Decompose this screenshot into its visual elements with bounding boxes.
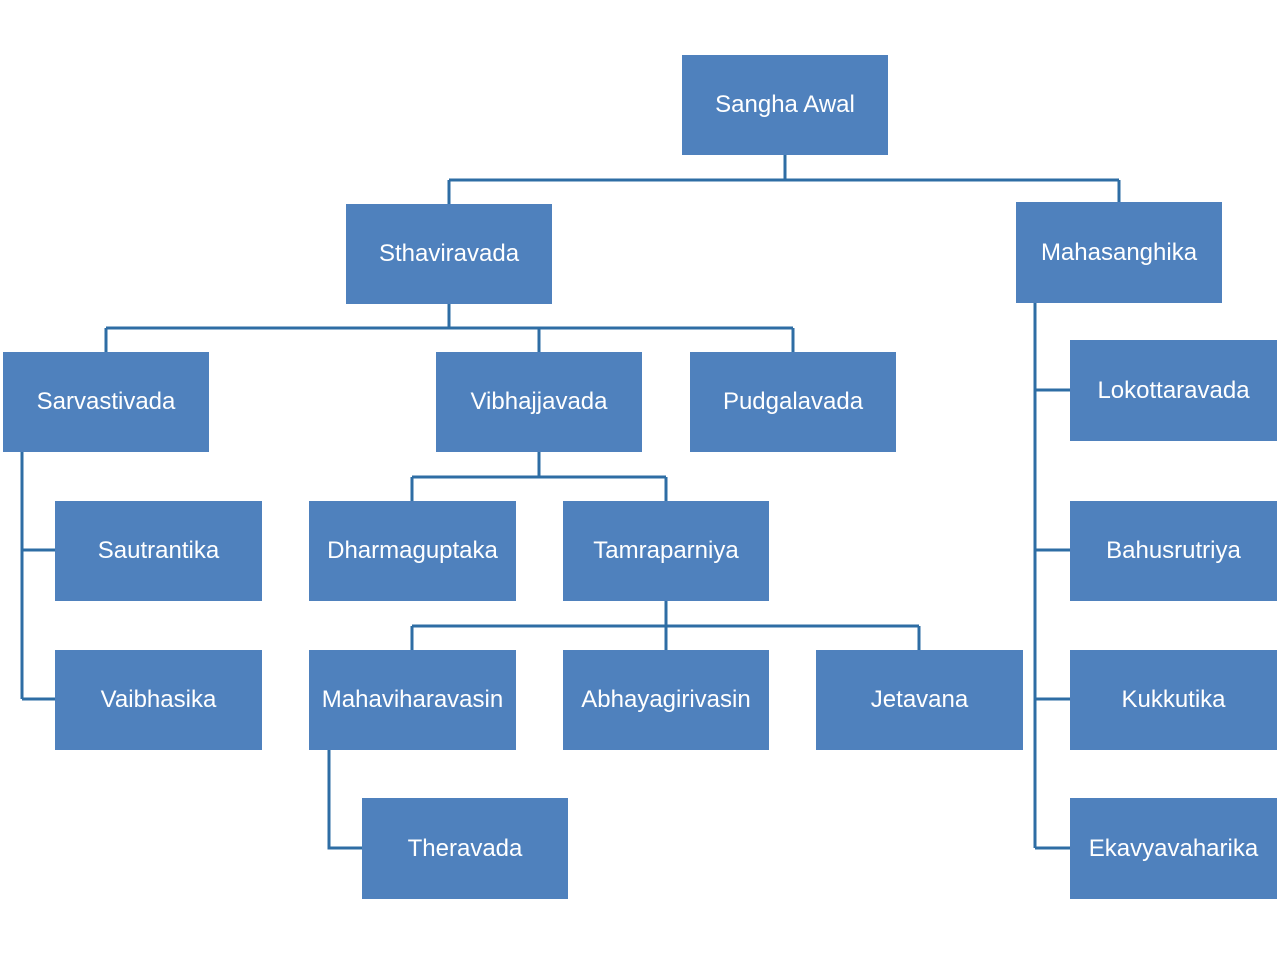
node-tamraparniya: Tamraparniya	[563, 501, 769, 601]
connector-sangha-awal	[447, 155, 1121, 204]
node-ekavyavaharika: Ekavyavaharika	[1070, 798, 1277, 899]
node-bahusrutriya: Bahusrutriya	[1070, 501, 1277, 601]
node-dharmaguptaka: Dharmaguptaka	[309, 501, 516, 601]
connector-sthaviravada	[104, 304, 795, 352]
node-sthaviravada: Sthaviravada	[346, 204, 552, 304]
connector-vibhajjavada	[410, 452, 668, 501]
node-kukkutika: Kukkutika	[1070, 650, 1277, 750]
connector-sarvastivada	[20, 452, 55, 701]
node-pudgalavada: Pudgalavada	[690, 352, 896, 452]
node-vaibhasika: Vaibhasika	[55, 650, 262, 750]
node-sarvastivada: Sarvastivada	[3, 352, 209, 452]
connector-tamraparniya	[410, 601, 921, 650]
node-theravada: Theravada	[362, 798, 568, 899]
node-sautrantika: Sautrantika	[55, 501, 262, 601]
node-mahaviharavasin: Mahaviharavasin	[309, 650, 516, 750]
node-jetavana: Jetavana	[816, 650, 1023, 750]
connector-mahasanghika	[1033, 303, 1070, 850]
node-vibhajjavada: Vibhajjavada	[436, 352, 642, 452]
node-mahasanghika: Mahasanghika	[1016, 202, 1222, 303]
node-sangha-awal: Sangha Awal	[682, 55, 888, 155]
node-abhayagirivasin: Abhayagirivasin	[563, 650, 769, 750]
node-lokottaravada: Lokottaravada	[1070, 340, 1277, 441]
connector-mahaviharavasin	[327, 750, 362, 850]
